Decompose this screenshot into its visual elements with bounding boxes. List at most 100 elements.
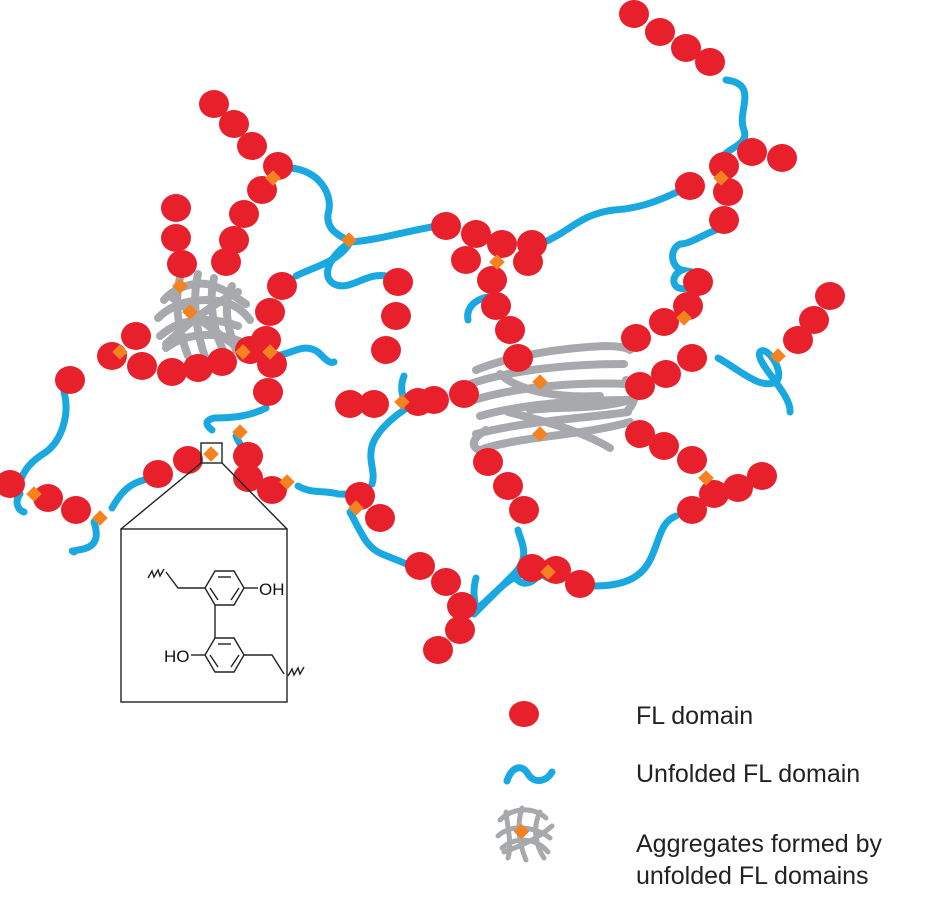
aggregates: [154, 270, 639, 456]
wavy-bond-bottom: [287, 666, 305, 677]
fl-domain: [253, 378, 283, 406]
fl-domain: [211, 248, 241, 276]
legend-unfolded-icon: [503, 764, 556, 785]
crosslink-structure-inset: OH HO: [120, 442, 305, 703]
unfolded-chain: [669, 226, 720, 293]
fl-domain: [673, 292, 703, 320]
fl-domain: [625, 420, 655, 448]
unfolded-chain: [13, 490, 28, 516]
fl-domain: [383, 268, 413, 296]
fl-domain: [173, 446, 203, 474]
unfolded-chain: [590, 512, 680, 590]
fl-domain: [675, 172, 705, 200]
aggregate-strand: [166, 292, 240, 350]
legend-icons: [495, 701, 556, 863]
aggregate-strand: [476, 418, 634, 454]
fl-domain: [219, 226, 249, 254]
fl-domain: [695, 48, 725, 76]
fl-domain: [431, 212, 461, 240]
fl-domain: [257, 350, 287, 378]
fl-domain: [451, 246, 481, 274]
unfolded-chain: [714, 347, 794, 416]
legend-fl-domain-label: FL domain: [636, 702, 754, 730]
fl-domain: [161, 224, 191, 252]
fl-domain: [359, 390, 389, 418]
fl-domain: [423, 636, 453, 664]
fl-domain: [767, 144, 797, 172]
legend-unfolded-label: Unfolded FL domain: [636, 760, 861, 788]
fl-domain: [381, 302, 411, 330]
aggregate-strand: [162, 288, 242, 348]
fl-domain: [649, 308, 679, 336]
dityrosine-structure: [147, 568, 305, 677]
aggregate-strand: [526, 396, 634, 414]
crosslink: [235, 344, 251, 360]
unfolded-chain: [108, 476, 148, 512]
fl-domain: [619, 0, 649, 28]
fl-domain: [683, 268, 713, 296]
fl-domain: [645, 18, 675, 46]
crosslink: [182, 304, 198, 320]
unfolded-chain: [272, 344, 338, 366]
fl-domain: [121, 322, 151, 350]
fl-domain: [55, 366, 85, 394]
fl-domain: [247, 176, 277, 204]
aggregate-strand: [472, 408, 632, 438]
fl-domain: [747, 462, 777, 490]
unfolded-chain: [294, 482, 354, 500]
crosslink: [203, 446, 219, 462]
fl-domain: [651, 360, 681, 388]
fl-domain: [449, 380, 479, 408]
fl-domain: [495, 316, 525, 344]
aggregate-strand: [496, 370, 604, 401]
fl-domain: [405, 552, 435, 580]
unfolded-chain: [346, 222, 442, 246]
fl-domain: [33, 484, 63, 512]
fl-domain: [477, 266, 507, 294]
fl-domain: [723, 474, 753, 502]
fl-domain: [625, 372, 655, 400]
fl-domain: [183, 354, 213, 382]
aggregate-strand: [466, 360, 628, 388]
fl-domain: [257, 476, 287, 504]
fl-domain: [233, 464, 263, 492]
fl-domain: [671, 34, 701, 62]
unfolded-chain: [203, 404, 270, 434]
fl-domain: [255, 298, 285, 326]
aggregate-strand: [470, 379, 632, 404]
unfolded-chain: [536, 186, 686, 248]
fl-domain: [127, 352, 157, 380]
zoom-marker-box: [200, 442, 223, 464]
hydroxyl-label-top: OH: [259, 580, 285, 599]
fl-domain: [445, 616, 475, 644]
crosslink: [540, 564, 556, 580]
crosslink: [713, 170, 729, 186]
unfolded-chain: [286, 164, 354, 246]
legend-aggregate-crosslink-icon: [513, 823, 530, 840]
fl-domain: [783, 326, 813, 354]
fl-domain: [233, 442, 263, 470]
fl-domain: [461, 220, 491, 248]
fl-domain: [487, 230, 517, 258]
unfolded-chain: [68, 518, 100, 556]
fl-domain: [335, 390, 365, 418]
fl-domain: [229, 200, 259, 228]
hydroxyl-label-bottom: HO: [164, 647, 190, 666]
fl-domain: [267, 272, 297, 300]
fl-domain: [709, 206, 739, 234]
unfolded-chain: [346, 508, 414, 570]
fl-domain: [61, 496, 91, 524]
unfolded-chain: [16, 388, 70, 486]
fl-domain: [371, 336, 401, 364]
fl-domain: [699, 480, 729, 508]
unfolded-chain: [292, 238, 354, 280]
inset-box: [120, 528, 288, 703]
fl-domain: [481, 292, 511, 320]
fl-domain: [737, 138, 767, 166]
zoom-line-left: [120, 462, 202, 530]
crosslink: [265, 170, 281, 186]
fl-domain: [709, 152, 739, 180]
fl-domain: [157, 358, 187, 386]
fl-domain: [237, 132, 267, 160]
